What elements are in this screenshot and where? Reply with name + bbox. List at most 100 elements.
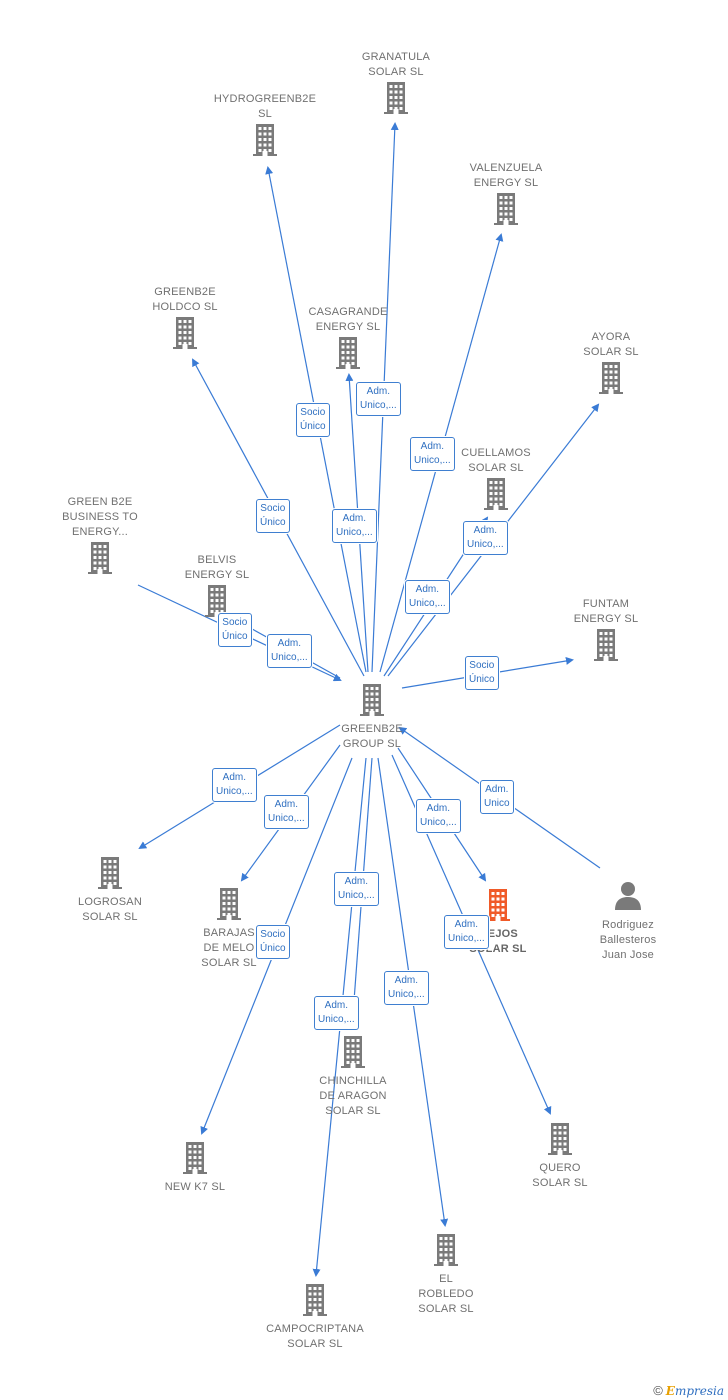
footer-brand: ©Empresia (653, 1383, 724, 1398)
node-person-rodriguez[interactable]: Rodriguez Ballesteros Juan Jose (558, 880, 698, 963)
node-label: VALENZUELA ENERGY SL (469, 162, 543, 189)
node-quero[interactable]: QUERO SOLAR SL (490, 1121, 630, 1191)
node-label: CHINCHILLA DE ARAGON SOLAR SL (319, 1075, 387, 1117)
building-icon (360, 684, 384, 716)
edge-label-ayora[interactable]: Adm. Unico,... (463, 521, 508, 555)
edge-label-line: Adm. (344, 876, 369, 887)
node-el-robledo[interactable]: EL ROBLEDO SOLAR SL (376, 1232, 516, 1317)
edge-label-line: Unico,... (360, 400, 397, 411)
copyright-symbol: © (653, 1383, 663, 1398)
building-icon (173, 317, 197, 349)
node-funtam[interactable]: FUNTAM ENERGY SL (536, 597, 676, 663)
node-new-k7[interactable]: NEW K7 SL (125, 1140, 265, 1195)
node-label: BELVIS ENERGY SL (184, 554, 250, 581)
edge-label-cuellamos[interactable]: Adm.Unico,... (405, 580, 450, 614)
edge-label-casagrande[interactable]: Adm. Unico,... (332, 509, 377, 543)
edge-label-line: Adm. (324, 1000, 349, 1011)
building-icon (434, 1234, 458, 1266)
edge-label-chinchilla[interactable]: Adm. Unico,... (334, 872, 379, 906)
building-icon (183, 1142, 207, 1174)
node-center-greenb2e-group[interactable]: GREENB2E GROUP SL (302, 682, 442, 752)
building-icon (484, 478, 508, 510)
edge-label-logrosan[interactable]: Adm.Unico,... (212, 768, 257, 802)
edge-label-line: Unico,... (271, 652, 308, 663)
edge-label-line: Adm. (342, 513, 367, 524)
edge-label-tejos[interactable]: Adm. Unico,... (416, 799, 461, 833)
node-label: NEW K7 SL (164, 1181, 226, 1193)
node-greenb2e-holdco[interactable]: GREENB2E HOLDCO SL (115, 285, 255, 351)
edge-label-line: Único (260, 517, 286, 528)
node-label: HYDROGREENB2E SL (213, 93, 317, 120)
edge-label-line: Unico,... (448, 933, 485, 944)
node-green-b2e-business[interactable]: GREEN B2E BUSINESS TO ENERGY... (30, 495, 170, 576)
building-icon (253, 124, 277, 156)
node-label: CUELLAMOS SOLAR SL (461, 447, 531, 474)
logo-text: mpresia (674, 1384, 724, 1398)
edge-label-line: Socio (260, 503, 286, 514)
node-valenzuela[interactable]: VALENZUELA ENERGY SL (436, 161, 576, 227)
node-chinchilla[interactable]: CHINCHILLA DE ARAGON SOLAR SL (283, 1034, 423, 1119)
edge-label-robledo[interactable]: Adm. Unico,... (384, 971, 429, 1005)
node-label: GRANATULA SOLAR SL (361, 51, 431, 78)
edge-label-line: Socio (222, 617, 248, 628)
edge-label-quero[interactable]: Adm.Unico,... (444, 915, 489, 949)
node-label: GREENB2E GROUP SL (341, 723, 403, 750)
building-icon (384, 82, 408, 114)
edge-label-campocriptana[interactable]: Adm.Unico,... (314, 996, 359, 1030)
node-casagrande[interactable]: CASAGRANDE ENERGY SL (278, 305, 418, 371)
node-belvis[interactable]: BELVIS ENERGY SL (147, 553, 287, 619)
node-label: GREENB2E HOLDCO SL (152, 286, 218, 313)
building-icon (494, 193, 518, 225)
edge-label-line: Único (260, 943, 286, 954)
node-label: GREEN B2E BUSINESS TO ENERGY... (62, 496, 138, 538)
node-campocriptana[interactable]: CAMPOCRIPTANA SOLAR SL (245, 1282, 385, 1352)
edge-label-line: Unico,... (467, 539, 504, 550)
edge-label-line: Adm. (366, 386, 391, 397)
building-icon (548, 1123, 572, 1155)
node-barajas[interactable]: BARAJAS DE MELO SOLAR SL (159, 886, 299, 971)
edge-label-line: Adm. (277, 638, 302, 649)
building-icon (205, 585, 229, 617)
empresia-logo: Empresia (666, 1384, 724, 1398)
building-icon (341, 1036, 365, 1068)
node-label: BARAJAS DE MELO SOLAR SL (201, 927, 257, 969)
edge-label-granatula[interactable]: Adm. Unico,... (356, 382, 401, 416)
building-icon (594, 629, 618, 661)
building-icon (599, 362, 623, 394)
building-icon (336, 337, 360, 369)
edge-label-valenzuela[interactable]: Adm.Unico,... (410, 437, 455, 471)
node-hydrogreenb2e[interactable]: HYDROGREENB2E SL (195, 92, 335, 158)
edge-label-line: Unico,... (268, 813, 305, 824)
edge-label-line: Adm. (473, 525, 498, 536)
edge-label-rodriguez[interactable]: Adm. Unico (480, 780, 514, 814)
edge-label-belvis-adm[interactable]: Adm. Unico,... (267, 634, 312, 668)
edge-label-line: Unico (484, 798, 510, 809)
node-cuellamos[interactable]: CUELLAMOS SOLAR SL (426, 446, 566, 512)
edge-label-line: Unico,... (388, 989, 425, 1000)
building-icon (217, 888, 241, 920)
node-ayora[interactable]: AYORA SOLAR SL (541, 330, 681, 396)
edge-label-line: Adm. (394, 975, 419, 986)
edge-label-line: Único (469, 674, 495, 685)
person-icon (615, 882, 641, 910)
edge-label-line: Adm. (426, 803, 451, 814)
edge-label-line: Adm. (485, 784, 509, 795)
edge-label-line: Unico,... (338, 890, 375, 901)
edge-label-line: Único (222, 631, 248, 642)
edge-label-line: Unico,... (336, 527, 373, 538)
edge-label-line: Unico,... (409, 598, 446, 609)
edge-label-barajas[interactable]: Adm.Unico,... (264, 795, 309, 829)
node-granatula[interactable]: GRANATULA SOLAR SL (326, 50, 466, 116)
edge-label-line: Adm. (420, 441, 445, 452)
edge-label-line: Socio (300, 407, 326, 418)
node-label: FUNTAM ENERGY SL (573, 598, 639, 625)
node-logrosan[interactable]: LOGROSAN SOLAR SL (40, 855, 180, 925)
edge-label-line: Unico,... (420, 817, 457, 828)
edge-label-line: Único (300, 421, 326, 432)
edge-label-line: Adm. (222, 772, 247, 783)
